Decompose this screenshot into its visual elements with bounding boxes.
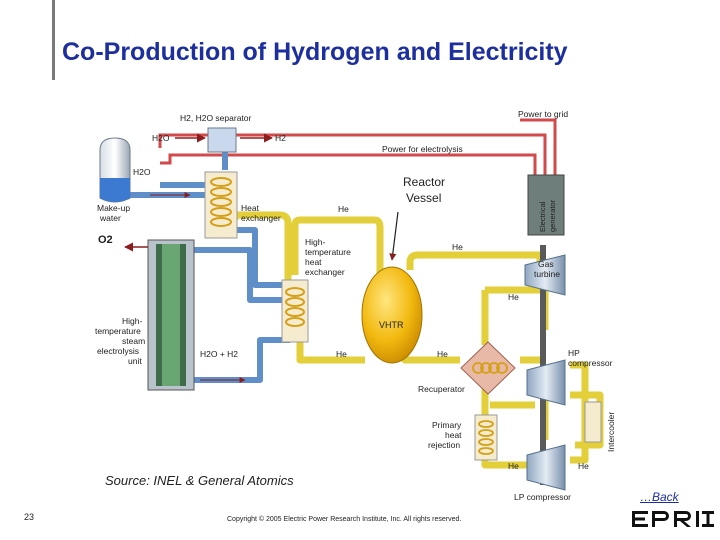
recuperator <box>460 341 516 395</box>
heat-exchanger-label-1: Heat <box>241 203 260 213</box>
heat-exchanger <box>204 171 238 239</box>
separator-label: H2, H2O separator <box>180 113 252 123</box>
epri-logo <box>632 511 714 527</box>
hp-compressor <box>526 359 566 406</box>
power-to-grid-label: Power to grid <box>518 109 568 119</box>
turbine-shaft <box>540 245 546 485</box>
lp-compressor-label: LP compressor <box>514 492 571 502</box>
he-recup-label: He <box>437 349 448 359</box>
hp-compressor-label-1: HP <box>568 348 580 358</box>
he-right-label: He <box>508 292 519 302</box>
intercooler <box>584 401 602 443</box>
makeup-water-label-2: water <box>99 213 121 223</box>
back-link[interactable]: …Back <box>640 490 679 504</box>
o2-label: O2 <box>98 234 113 246</box>
electrolysis-unit <box>147 239 195 391</box>
gas-turbine-label-1: Gas <box>538 259 554 269</box>
title-accent-bar <box>52 0 55 80</box>
ht-hx-label-4: exchanger <box>305 267 345 277</box>
ht-hx-label-2: temperature <box>305 247 351 257</box>
electrical-generator-label-1: Electrical <box>538 201 547 232</box>
power-for-electrolysis-label: Power for electrolysis <box>382 144 463 154</box>
power-lines <box>158 118 557 175</box>
electrolysis-label-5: unit <box>128 356 142 366</box>
gas-turbine-label-2: turbine <box>534 269 560 279</box>
intercooler-label: Intercooler <box>606 412 616 452</box>
electrolysis-label-4: electrolysis <box>97 346 139 356</box>
electrical-generator-label-2: generator <box>548 199 557 232</box>
slide-title: Co-Production of Hydrogen and Electricit… <box>62 38 568 66</box>
h2-h2o-separator <box>207 127 237 153</box>
primary-heat-label-3: rejection <box>428 440 460 450</box>
heat-exchanger-label-2: exchanger <box>241 213 281 223</box>
vhtr-label: VHTR <box>379 320 404 330</box>
slide-number: 23 <box>24 512 35 522</box>
lp-compressor <box>526 444 566 491</box>
ht-hx-label-1: High- <box>305 237 325 247</box>
electrolysis-label-3: steam <box>122 336 145 346</box>
electrical-generator <box>527 174 565 236</box>
h2-out-label: H2 <box>275 133 286 143</box>
he-mid-label: He <box>452 242 463 252</box>
h2o-makeup-label: H2O <box>133 167 151 177</box>
h2o-h2-label: H2O + H2 <box>200 349 238 359</box>
makeup-water-label-1: Make-up <box>97 203 130 213</box>
copyright-notice: Copyright © 2005 Electric Power Research… <box>227 516 462 523</box>
electrolysis-label-2: temperature <box>95 326 141 336</box>
gas-turbine <box>524 254 566 296</box>
makeup-water-tank <box>99 137 131 203</box>
primary-heat-label-2: heat <box>445 430 462 440</box>
recuperator-label: Recuperator <box>418 384 465 394</box>
primary-heat-rejection <box>474 414 498 461</box>
high-temperature-heat-exchanger <box>281 279 309 343</box>
he-low-label: He <box>336 349 347 359</box>
reactor-vessel-label-2: Vessel <box>406 191 441 205</box>
he-bottom-right-label: He <box>578 461 589 471</box>
primary-heat-label-1: Primary <box>432 420 462 430</box>
he-bottom-left-label: He <box>508 461 519 471</box>
reactor-vessel-label-1: Reactor <box>403 175 445 189</box>
he-top-label: He <box>338 204 349 214</box>
electrolysis-label-1: High- <box>122 316 142 326</box>
source-label: Source: INEL & General Atomics <box>105 473 294 488</box>
water-pipe-arrows <box>150 192 246 383</box>
hp-compressor-label-2: compressor <box>568 358 613 368</box>
ht-hx-label-3: heat <box>305 257 322 267</box>
vhtr-reactor <box>361 266 423 364</box>
h2o-in-label: H2O <box>152 133 170 143</box>
